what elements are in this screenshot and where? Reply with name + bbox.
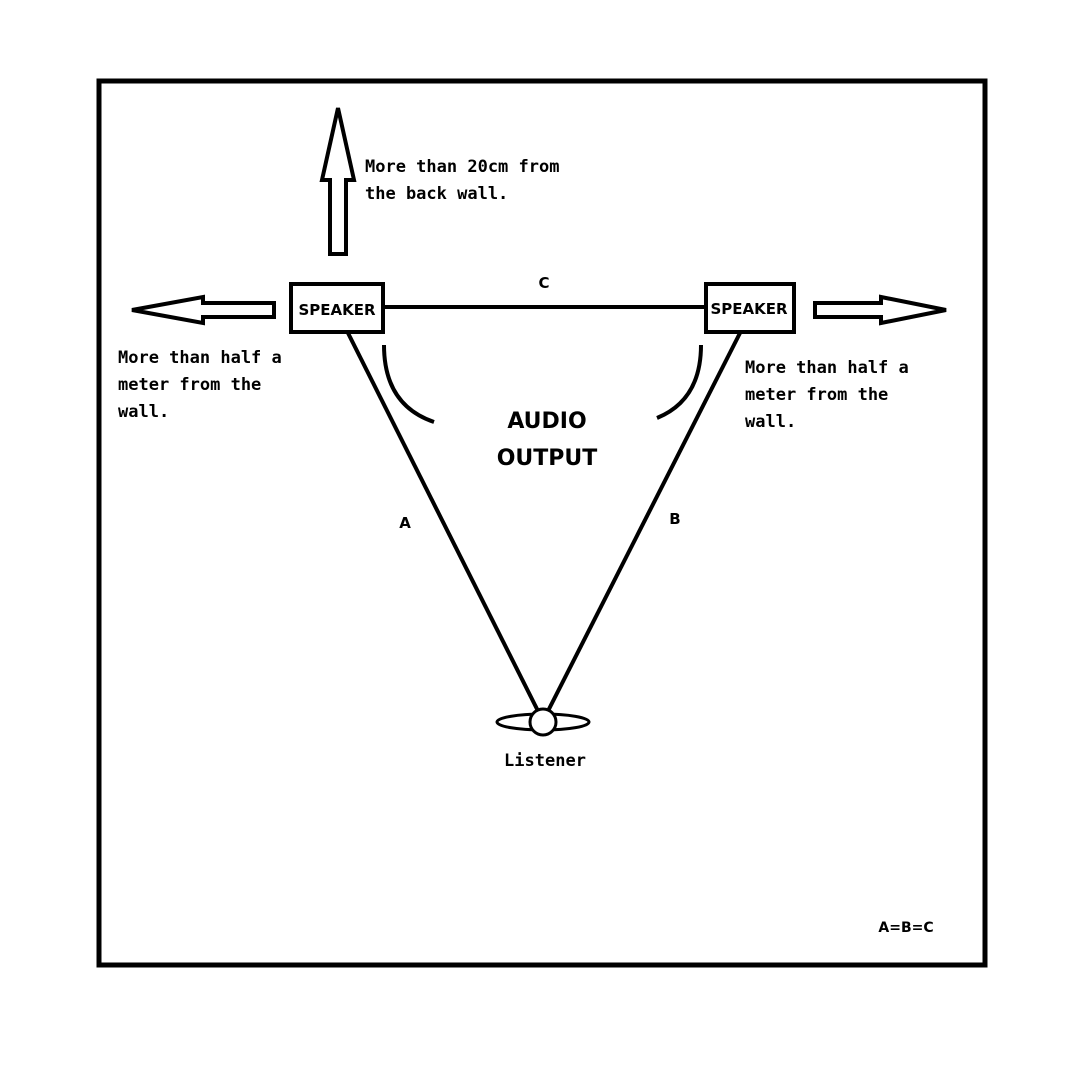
edge-a-label: A bbox=[399, 514, 411, 532]
audio-output-line2: OUTPUT bbox=[497, 446, 598, 471]
left-dispersion-curve bbox=[382, 344, 435, 424]
edge-c-label: C bbox=[538, 274, 549, 292]
right-wall-note-line1: More than half a bbox=[745, 358, 909, 378]
left-wall-note-line3: wall. bbox=[118, 402, 169, 422]
arrow-up-icon bbox=[319, 107, 357, 256]
equation-label: A=B=C bbox=[878, 920, 933, 936]
edge-b-line bbox=[546, 332, 742, 712]
listener-label: Listener bbox=[504, 751, 586, 771]
right-speaker: SPEAKER bbox=[704, 282, 796, 334]
back-wall-note-line2: the back wall. bbox=[365, 184, 508, 204]
room-border bbox=[96, 78, 988, 968]
left-wall-note-line1: More than half a bbox=[118, 348, 282, 368]
right-wall-note-line3: wall. bbox=[745, 412, 796, 432]
edge-b-label: B bbox=[669, 510, 680, 528]
listener-icon bbox=[495, 707, 591, 737]
left-speaker: SPEAKER bbox=[289, 282, 385, 334]
right-dispersion-curve bbox=[656, 344, 703, 420]
left-wall-note-line2: meter from the bbox=[118, 375, 261, 395]
edge-a-line bbox=[346, 332, 540, 712]
audio-output-line1: AUDIO bbox=[507, 409, 586, 434]
arrow-right-icon bbox=[813, 294, 947, 326]
back-wall-note-line1: More than 20cm from bbox=[365, 157, 559, 177]
right-wall-note-line2: meter from the bbox=[745, 385, 888, 405]
left-speaker-label: SPEAKER bbox=[298, 301, 376, 319]
arrow-left-icon bbox=[131, 294, 276, 326]
right-speaker-label: SPEAKER bbox=[710, 300, 788, 318]
